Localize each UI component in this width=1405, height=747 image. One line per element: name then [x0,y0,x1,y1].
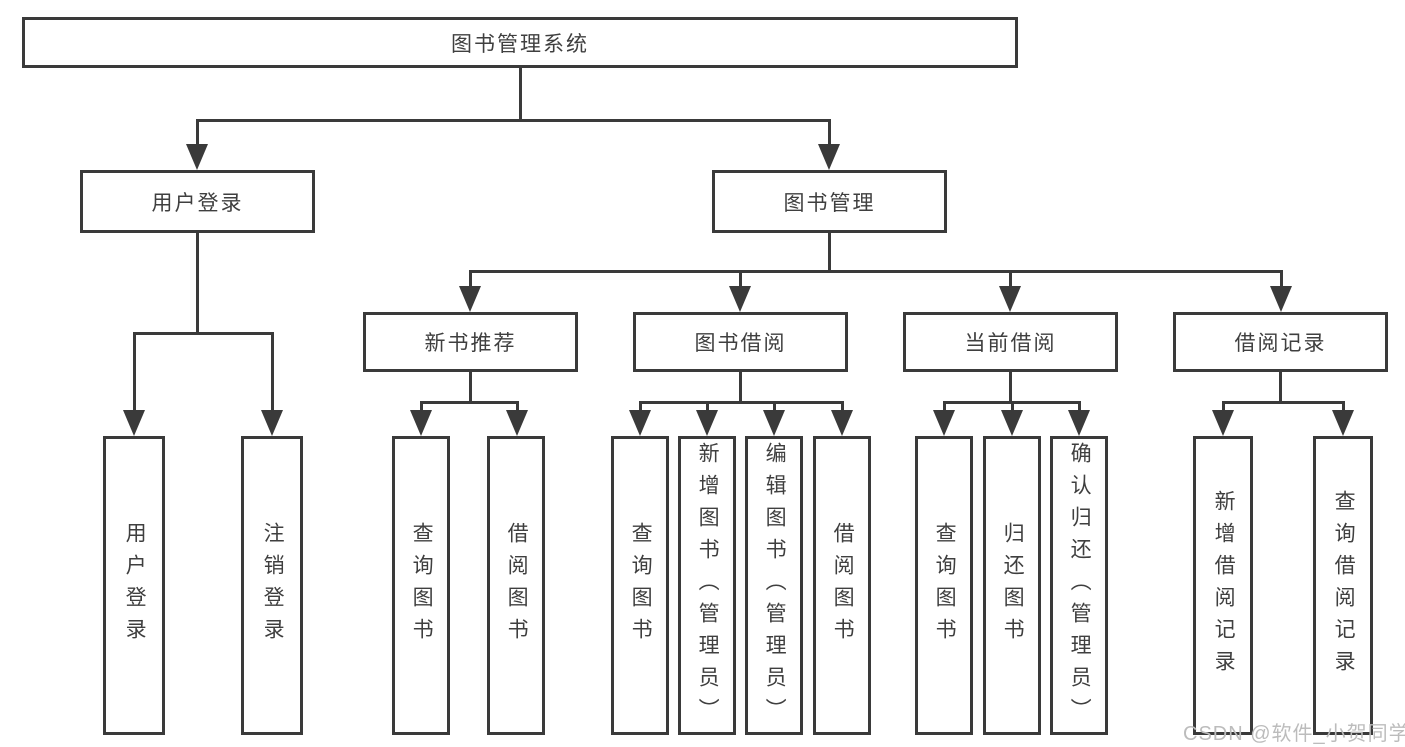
connector-root-to-book-mgmt-shaft [828,119,831,146]
arrowhead-current-borrow [999,286,1021,312]
leaf-borrow-query: 查询图书 [611,436,669,735]
node-library-management-system: 图书管理系统 [22,17,1018,68]
leaf-borrow-edit-admin: 编辑图书（管理员） [745,436,803,735]
arrowhead-borrow-add [696,410,718,436]
arrowhead-record-query [1332,410,1354,436]
connector-current-leaf2-shaft [1011,401,1014,412]
arrowhead-leaf-user-login [123,410,145,436]
arrowhead-current-query [933,410,955,436]
arrowhead-book-mgmt [818,144,840,170]
leaf-label-borrow-add-admin: 新增图书（管理员） [696,441,720,730]
connector-to-book-borrow-shaft [739,270,742,288]
connector-borrow-leaf3-shaft [773,401,776,412]
arrowhead-borrow-borrow [831,410,853,436]
connector-book-borrow-stem [739,372,742,404]
node-label-book-borrow: 图书借阅 [694,332,787,355]
leaf-current-query: 查询图书 [915,436,973,735]
node-label-user-login: 用户登录 [151,191,244,215]
arrowhead-current-confirm [1068,410,1090,436]
connector-to-current-borrow-shaft [1009,270,1012,288]
connector-borrow-leaf1-shaft [639,401,642,412]
leaf-current-return: 归还图书 [983,436,1041,735]
connector-new-book-stem [469,372,472,404]
connector-user-login-leaf2-shaft [271,332,274,412]
leaf-record-add: 新增借阅记录 [1193,436,1253,735]
leaf-label-current-query: 查询图书 [933,521,957,650]
connector-user-login-crossbar [133,332,273,335]
leaf-label-borrow-query: 查询图书 [629,521,653,650]
arrowhead-borrow-edit [763,410,785,436]
leaf-label-record-query: 查询借阅记录 [1332,489,1356,682]
arrowhead-current-return [1001,410,1023,436]
connector-root-stem [519,68,522,122]
connector-to-new-book-shaft [469,270,472,288]
arrowhead-new-book [459,286,481,312]
connector-root-to-user-login-shaft [196,119,199,146]
connector-record-stem [1279,372,1282,404]
arrowhead-newbook-query [410,410,432,436]
connector-book-mgmt-crossbar [469,270,1282,273]
node-label-root: 图书管理系统 [451,32,589,56]
connector-current-stem [1009,372,1012,404]
arrowhead-borrow-record [1270,286,1292,312]
leaf-label-logout: 注销登录 [261,521,285,650]
connector-current-leaf1-shaft [943,401,946,412]
node-borrow-record: 借阅记录 [1173,312,1388,372]
connector-user-login-stem [196,233,199,335]
node-label-borrow-record: 借阅记录 [1234,332,1327,355]
leaf-label-borrow-edit-admin: 编辑图书（管理员） [763,441,787,730]
connector-borrow-leaf2-shaft [706,401,709,412]
leaf-label-newbook-borrow: 借阅图书 [505,521,529,650]
connector-record-crossbar [1222,401,1344,404]
node-user-login: 用户登录 [80,170,315,233]
leaf-borrow-add-admin: 新增图书（管理员） [678,436,736,735]
arrowhead-leaf-logout [261,410,283,436]
leaf-user-login: 用户登录 [103,436,165,735]
leaf-label-user-login: 用户登录 [123,521,147,650]
node-label-book-management: 图书管理 [783,191,876,215]
arrowhead-record-add [1212,410,1234,436]
leaf-label-current-confirm-admin: 确认归还（管理员） [1068,441,1092,730]
node-label-new-book-recommend: 新书推荐 [424,332,517,355]
leaf-current-confirm-admin: 确认归还（管理员） [1050,436,1108,735]
connector-current-leaf3-shaft [1078,401,1081,412]
arrowhead-newbook-borrow [506,410,528,436]
connector-to-borrow-record-shaft [1280,270,1283,288]
arrowhead-book-borrow [729,286,751,312]
leaf-label-borrow-borrow: 借阅图书 [831,521,855,650]
leaf-label-newbook-query: 查询图书 [410,521,434,650]
connector-book-borrow-crossbar [639,401,843,404]
connector-new-book-crossbar [420,401,518,404]
connector-borrow-leaf4-shaft [841,401,844,412]
leaf-newbook-query: 查询图书 [392,436,450,735]
leaf-logout: 注销登录 [241,436,303,735]
node-book-management: 图书管理 [712,170,947,233]
node-current-borrow: 当前借阅 [903,312,1118,372]
leaf-label-current-return: 归还图书 [1001,521,1025,650]
arrowhead-borrow-query [629,410,651,436]
leaf-record-query: 查询借阅记录 [1313,436,1373,735]
arrowhead-user-login [186,144,208,170]
connector-root-crossbar [196,119,830,122]
node-book-borrow: 图书借阅 [633,312,848,372]
connector-book-mgmt-stem [828,233,831,273]
connector-new-book-leaf2-shaft [516,401,519,412]
leaf-label-record-add: 新增借阅记录 [1212,489,1236,682]
connector-user-login-leaf1-shaft [133,332,136,412]
leaf-newbook-borrow: 借阅图书 [487,436,545,735]
connector-new-book-leaf1-shaft [420,401,423,412]
connector-record-leaf1-shaft [1222,401,1225,412]
connector-record-leaf2-shaft [1342,401,1345,412]
leaf-borrow-borrow: 借阅图书 [813,436,871,735]
csdn-watermark: CSDN @软件_小贺同学 [1183,723,1405,745]
node-label-current-borrow: 当前借阅 [964,332,1057,355]
node-new-book-recommend: 新书推荐 [363,312,578,372]
